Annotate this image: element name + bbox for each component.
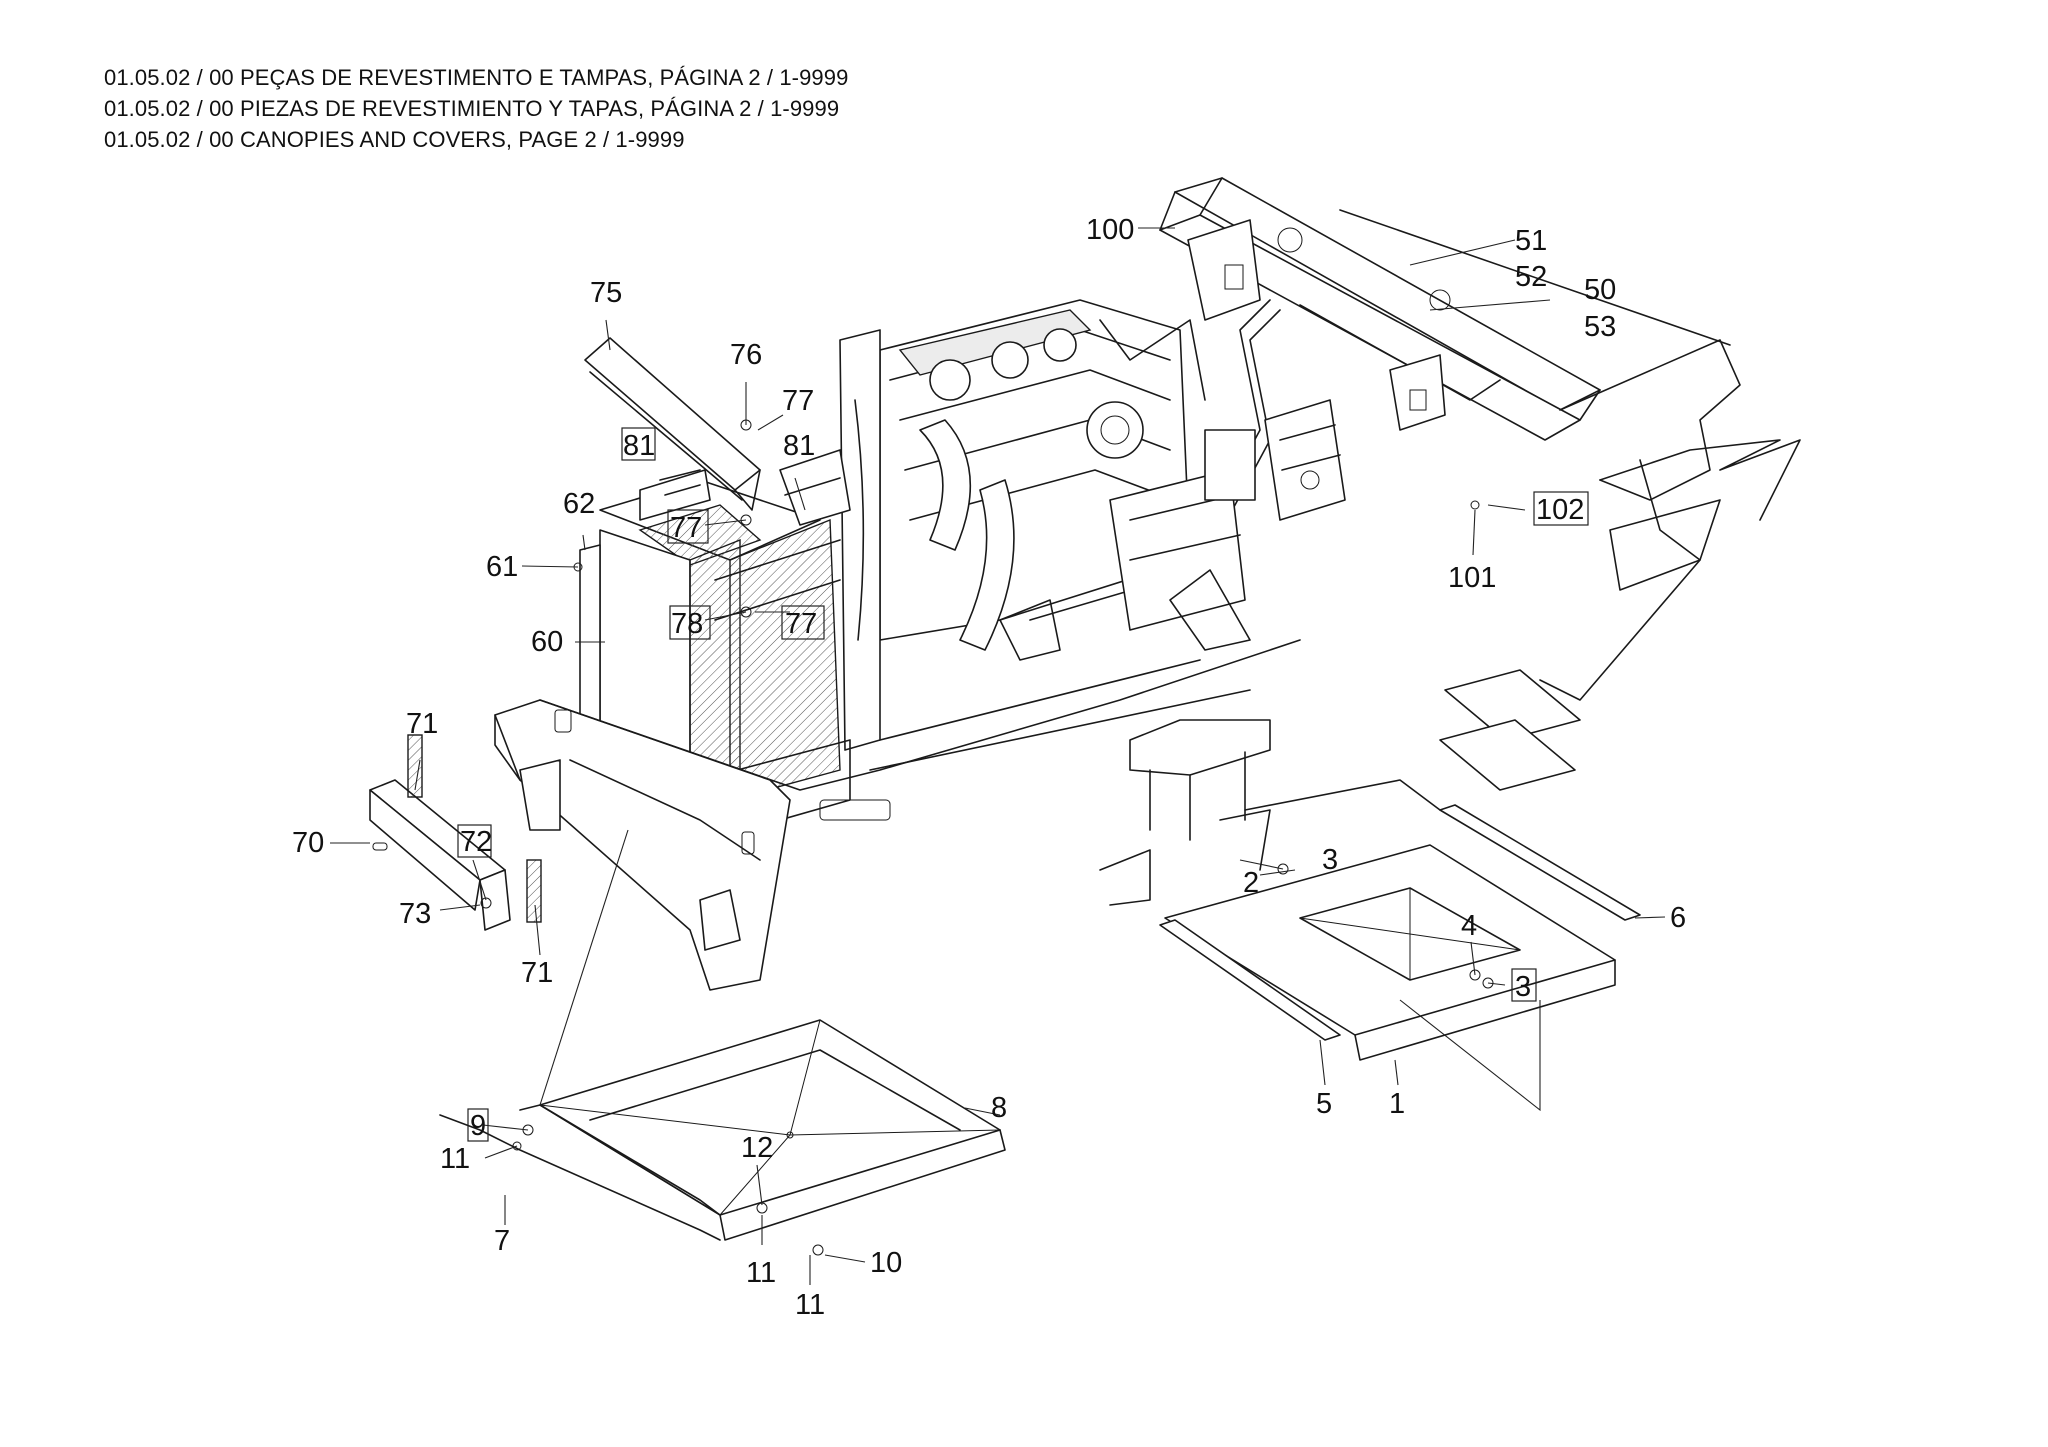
callout-52: 52 xyxy=(1515,261,1547,293)
callout-71-bottom: 71 xyxy=(521,957,553,989)
callout-6: 6 xyxy=(1670,902,1686,934)
callout-71-top: 71 xyxy=(406,708,438,740)
radiator-assembly xyxy=(579,449,851,841)
diagram-title-block: 01.05.02 / 00 PEÇAS DE REVESTIMENTO E TA… xyxy=(104,62,1104,155)
callout-62: 62 xyxy=(563,488,595,520)
callout-11-left: 11 xyxy=(440,1143,470,1175)
belly-pan-left xyxy=(439,1019,1006,1241)
callout-11-bottom: 11 xyxy=(795,1289,825,1321)
callout-102-boxed: 102 xyxy=(1536,494,1584,526)
rear-frame-assembly xyxy=(1019,177,1801,791)
top-cover-part xyxy=(584,337,761,511)
callout-50: 50 xyxy=(1584,274,1616,306)
engine-assembly xyxy=(839,299,1346,771)
title-portuguese: 01.05.02 / 00 PEÇAS DE REVESTIMENTO E TA… xyxy=(104,65,849,90)
callout-77-boxed-upper: 77 xyxy=(670,512,702,544)
callout-5: 5 xyxy=(1316,1088,1332,1120)
fastener-marks xyxy=(480,419,1494,1256)
part-callouts: 100 51 52 50 53 75 76 77 81 81 62 77 61 … xyxy=(292,214,1686,1321)
callout-2: 2 xyxy=(1243,867,1259,899)
callout-8: 8 xyxy=(991,1092,1007,1124)
callout-12: 12 xyxy=(741,1132,773,1164)
boxed-callout-frames xyxy=(457,427,1589,1142)
callout-53: 53 xyxy=(1584,311,1616,343)
callout-78-boxed: 78 xyxy=(671,608,703,640)
mounting-bracket xyxy=(1099,719,1271,906)
side-step-panel xyxy=(369,734,542,931)
belly-pan-right xyxy=(1159,779,1641,1061)
callout-72-boxed: 72 xyxy=(460,826,492,858)
callout-81: 81 xyxy=(783,430,815,462)
callout-70: 70 xyxy=(292,827,324,859)
callout-9-boxed: 9 xyxy=(470,1110,486,1142)
callout-81-boxed: 81 xyxy=(623,430,655,462)
callout-51: 51 xyxy=(1515,225,1547,257)
callout-77-boxed-lower: 77 xyxy=(785,608,817,640)
callout-60: 60 xyxy=(531,626,563,658)
title-spanish: 01.05.02 / 00 PIEZAS DE REVESTIMIENTO Y … xyxy=(104,96,840,121)
callout-100: 100 xyxy=(1086,214,1134,246)
callout-11-center: 11 xyxy=(746,1257,776,1289)
callout-73: 73 xyxy=(399,898,431,930)
chassis-frame xyxy=(494,639,1301,991)
callout-76: 76 xyxy=(730,339,762,371)
callout-1: 1 xyxy=(1389,1088,1405,1120)
callout-3-boxed: 3 xyxy=(1515,971,1531,1003)
callout-75: 75 xyxy=(590,277,622,309)
callout-61: 61 xyxy=(486,551,518,583)
callout-77-top: 77 xyxy=(782,385,814,417)
callout-101: 101 xyxy=(1448,562,1496,594)
callout-10: 10 xyxy=(870,1247,902,1279)
leader-lines xyxy=(330,227,1666,1285)
callout-3-upper: 3 xyxy=(1322,844,1338,876)
callout-4: 4 xyxy=(1461,910,1477,942)
callout-7: 7 xyxy=(494,1225,510,1257)
title-english: 01.05.02 / 00 CANOPIES AND COVERS, PAGE … xyxy=(104,127,685,152)
